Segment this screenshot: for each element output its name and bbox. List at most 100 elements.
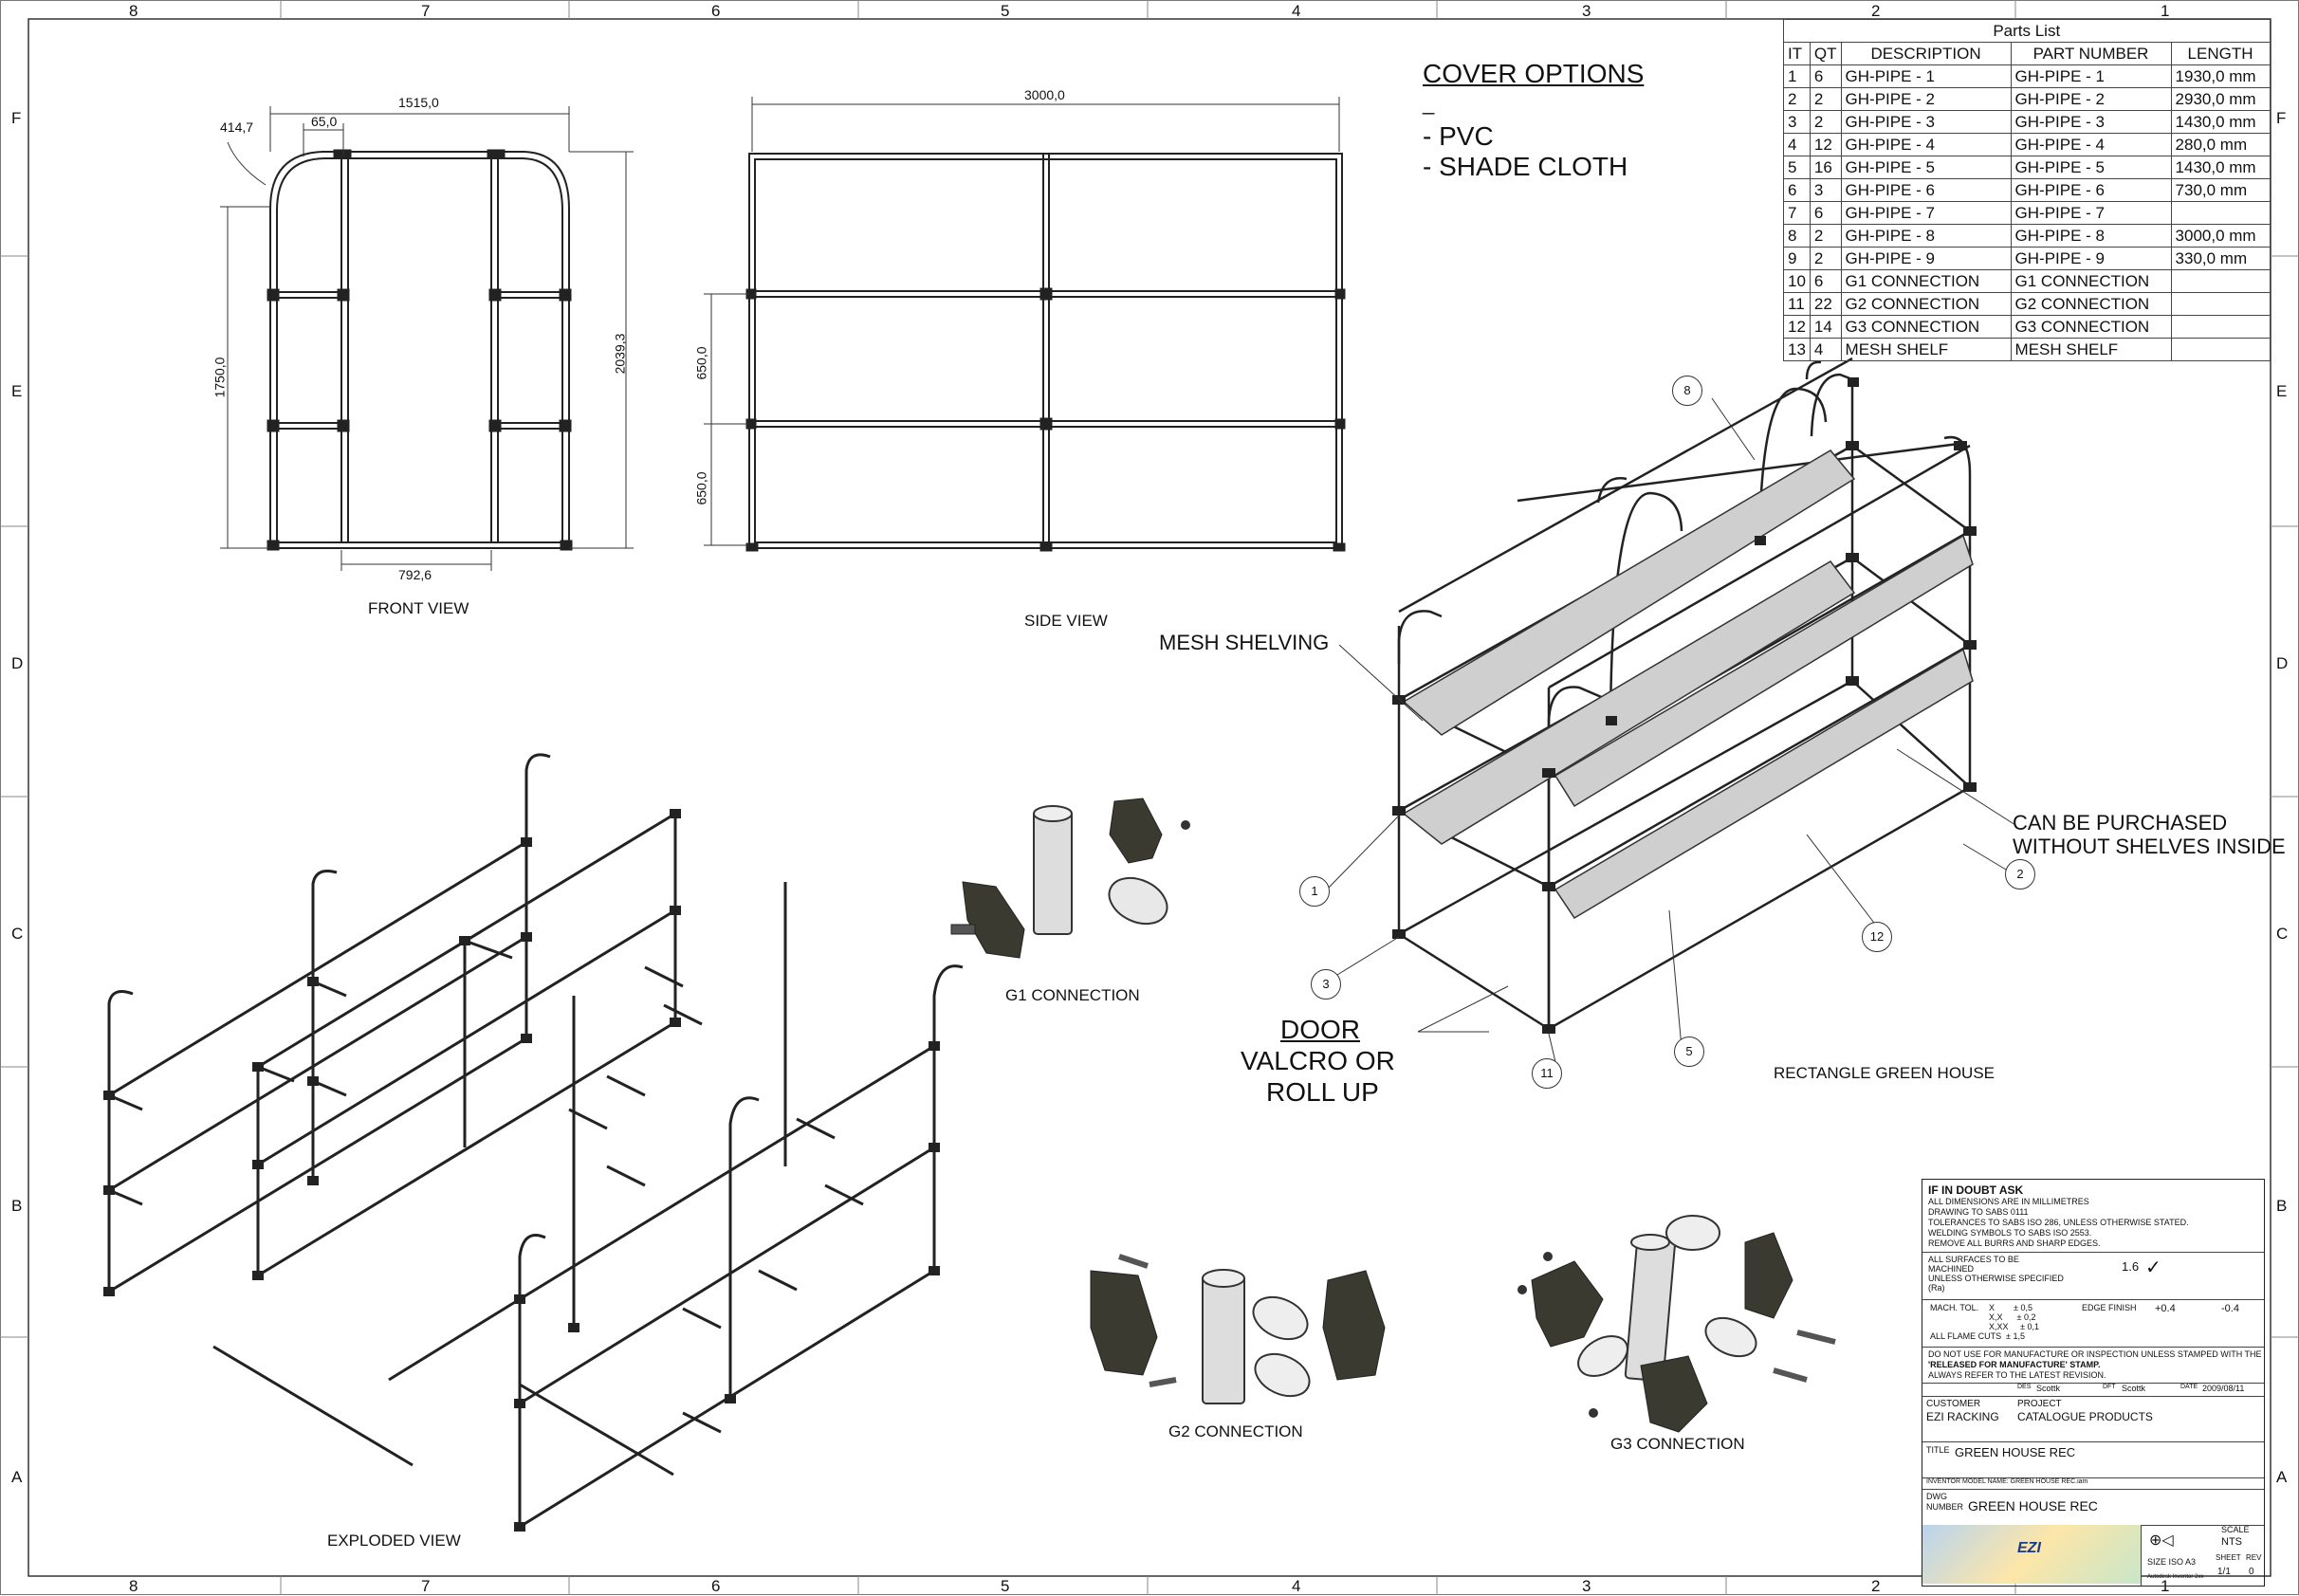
balloon-12: 12 <box>1862 922 1892 952</box>
cell-it: 6 <box>1783 178 1811 202</box>
header-part-number: PART NUMBER <box>2010 42 2172 65</box>
zone-row-a-right: A <box>2276 1468 2288 1486</box>
tb-dwg-label: DWG <box>1926 1492 1947 1501</box>
tb-surface-2: MACHINED <box>1928 1264 1975 1274</box>
tb-model-note: INVENTOR MODEL NAME: GREEN HOUSE REC.iam <box>1926 1478 2088 1485</box>
zone-col-4-bottom: 4 <box>1292 1577 1301 1595</box>
zone-row-d: D <box>11 654 24 672</box>
zone-col-8: 8 <box>129 2 138 20</box>
tb-customer-value: EZI RACKING <box>1926 1410 1999 1423</box>
tb-size: SIZE ISO A3 <box>2147 1557 2197 1567</box>
g2-connection-parts <box>1090 1254 1386 1404</box>
cell-length: 330,0 mm <box>2170 247 2271 270</box>
cell-length <box>2170 315 2271 339</box>
cover-options-dash: _ <box>1423 91 1435 115</box>
cell-length <box>2170 201 2271 225</box>
cell-it: 12 <box>1783 315 1811 339</box>
title-block: IF IN DOUBT ASK ALL DIMENSIONS ARE IN MI… <box>1922 1179 2265 1587</box>
g1-connection-parts <box>950 798 1190 959</box>
zone-row-e: E <box>11 382 23 400</box>
tb-dwg-row: DWG NUMBER GREEN HOUSE REC <box>1922 1489 2264 1526</box>
purchase-note-2: WITHOUT SHELVES INSIDE <box>2013 835 2286 858</box>
cell-description: MESH SHELF <box>1840 338 2012 361</box>
balloon-2: 2 <box>2005 859 2035 890</box>
header-length: LENGTH <box>2170 42 2271 65</box>
cell-qt: 2 <box>1809 110 1842 134</box>
cell-description: G2 CONNECTION <box>1840 292 2012 316</box>
tb-note-4: WELDING SYMBOLS TO SABS ISO 2553. <box>1928 1228 2092 1238</box>
tb-warning-2: 'RELEASED FOR MANUFACTURE' STAMP. <box>1928 1360 2101 1369</box>
cell-qt: 2 <box>1809 224 1842 248</box>
cell-qt: 22 <box>1809 292 1842 316</box>
tb-scale-value: NTS <box>2221 1536 2242 1548</box>
tb-date-label: DATE <box>2180 1384 2198 1390</box>
tb-title-label: TITLE <box>1926 1445 1950 1455</box>
zone-col-1: 1 <box>2161 2 2170 20</box>
exploded-joints <box>103 809 940 1532</box>
cell-part-number: G1 CONNECTION <box>2010 269 2172 293</box>
cell-qt: 6 <box>1809 64 1842 88</box>
balloon-3: 3 <box>1311 969 1341 1000</box>
cell-description: GH-PIPE - 8 <box>1840 224 2012 248</box>
tb-note-2: DRAWING TO SABS 0111 <box>1928 1207 2029 1217</box>
tb-warning-1: DO NOT USE FOR MANUFACTURE OR INSPECTION… <box>1928 1349 2262 1359</box>
tb-customer-row: CUSTOMER EZI RACKING PROJECT CATALOGUE P… <box>1922 1396 2264 1442</box>
cell-description: G1 CONNECTION <box>1840 269 2012 293</box>
cell-it: 13 <box>1783 338 1811 361</box>
header-description: DESCRIPTION <box>1840 42 2012 65</box>
header-qt: QT <box>1809 42 1842 65</box>
parts-list-table: Parts List IT QT DESCRIPTION PART NUMBER… <box>1783 19 2271 361</box>
cell-length: 1930,0 mm <box>2170 64 2271 88</box>
tb-tol-xx: X,X ± 0,2 <box>1989 1312 2036 1322</box>
tb-des-value: Scottk <box>2036 1384 2061 1393</box>
side-length-dim: 3000,0 <box>1024 87 1065 102</box>
mesh-shelves <box>1402 449 1974 920</box>
parts-list-title: Parts List <box>1783 19 2271 43</box>
tb-doubt: IF IN DOUBT ASK <box>1928 1183 2024 1197</box>
front-view-label: FRONT VIEW <box>368 599 469 617</box>
tb-flame: ALL FLAME CUTS <box>1930 1331 2002 1341</box>
side-view-frame <box>748 153 1343 549</box>
logo-text: EZI <box>2017 1540 2041 1556</box>
tb-surface-3: UNLESS OTHERWISE SPECIFIED <box>1928 1274 2064 1283</box>
cell-part-number: GH-PIPE - 3 <box>2010 110 2172 134</box>
zone-row-d-right: D <box>2276 654 2289 672</box>
cell-it: 7 <box>1783 201 1811 225</box>
zone-col-8-bottom: 8 <box>129 1577 138 1595</box>
tb-customer-label: CUSTOMER <box>1926 1399 1981 1409</box>
zone-row-b: B <box>11 1197 23 1215</box>
balloon-8: 8 <box>1672 376 1702 406</box>
cell-part-number: GH-PIPE - 4 <box>2010 133 2172 156</box>
cell-part-number: GH-PIPE - 1 <box>2010 64 2172 88</box>
zone-col-7: 7 <box>421 2 431 20</box>
tb-warning-row: DO NOT USE FOR MANUFACTURE OR INSPECTION… <box>1922 1347 2264 1384</box>
zone-col-3-bottom: 3 <box>1582 1577 1591 1595</box>
zone-row-c-right: C <box>2276 925 2289 943</box>
rectangle-green-house-label: RECTANGLE GREEN HOUSE <box>1774 1064 1996 1082</box>
cell-description: G3 CONNECTION <box>1840 315 2012 339</box>
tb-model-row: INVENTOR MODEL NAME: GREEN HOUSE REC.iam <box>1922 1477 2264 1490</box>
tb-sheet-value: 1/1 <box>2217 1567 2231 1577</box>
iso-joints <box>1392 377 1977 1034</box>
cell-part-number: GH-PIPE - 5 <box>2010 156 2172 179</box>
zone-col-6-bottom: 6 <box>711 1577 721 1595</box>
tb-tolerance-row: MACH. TOL. X ± 0,5 X,X ± 0,2 X,XX ± 0,1 … <box>1922 1299 2264 1348</box>
exploded-view <box>107 753 964 1529</box>
front-radius-dim: 414,7 <box>220 119 254 135</box>
tb-mach-tol: MACH. TOL. <box>1930 1303 1979 1312</box>
front-inner-height-dim: 1750,0 <box>212 357 228 398</box>
g3-connection-label: G3 CONNECTION <box>1610 1435 1745 1453</box>
tb-warning-3: ALWAYS REFER TO THE LATEST REVISION. <box>1928 1370 2106 1380</box>
projection-symbol-icon: ⊕◁ <box>2149 1532 2174 1549</box>
cell-description: GH-PIPE - 6 <box>1840 178 2012 202</box>
cover-options-title: COVER OPTIONS <box>1423 59 1645 88</box>
cell-length: 1430,0 mm <box>2170 156 2271 179</box>
cell-length: 730,0 mm <box>2170 178 2271 202</box>
